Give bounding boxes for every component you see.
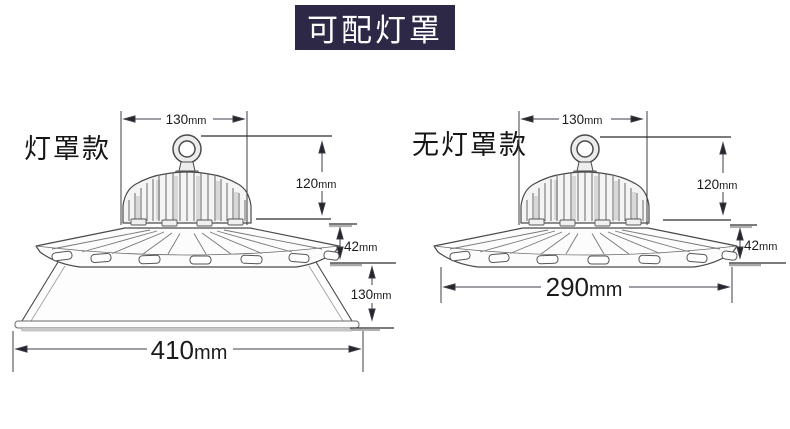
right-dim-rim-height: 42mm: [744, 238, 777, 253]
dim-value: 290: [546, 272, 589, 302]
right-lamp-drawing: [433, 133, 739, 268]
lampshade-skirt: [21, 261, 353, 322]
left-dim-rim-height: 42mm: [344, 239, 377, 254]
left-lamp-dimensions: [12, 111, 396, 372]
right-lamp-label: 无灯罩款: [412, 130, 528, 160]
dim-unit: mm: [359, 242, 377, 254]
left-lamp-drawing: [14, 133, 360, 332]
dim-unit: mm: [589, 279, 622, 301]
dim-value: 120: [296, 176, 319, 191]
right-dim-body-height: 120mm: [697, 177, 738, 192]
left-dim-top-width: 130mm: [166, 112, 207, 127]
right-dim-top-width: 130mm: [562, 112, 603, 127]
dim-value: 120: [697, 177, 720, 192]
dim-unit: mm: [188, 115, 206, 127]
dim-value: 130: [351, 287, 374, 302]
dim-unit: mm: [719, 180, 737, 192]
right-dim-diameter: 290mm: [546, 272, 623, 302]
right-lamp-dimensions: [440, 111, 786, 303]
lampshade-bottom-rim: [14, 320, 360, 329]
title-text: 可配灯罩: [307, 13, 443, 48]
dim-value: 130: [166, 112, 189, 127]
dim-unit: mm: [318, 179, 336, 191]
left-lamp-label: 灯罩款: [24, 134, 111, 164]
left-dim-shade-width: 410mm: [151, 335, 228, 365]
dim-value: 410: [151, 335, 194, 365]
dim-unit: mm: [194, 342, 227, 364]
dim-value: 130: [562, 112, 585, 127]
dim-unit: mm: [373, 290, 391, 302]
title-banner: 可配灯罩: [295, 5, 455, 50]
dim-value: 42: [344, 239, 359, 254]
dim-unit: mm: [584, 115, 602, 127]
left-dim-body-height: 120mm: [296, 176, 337, 191]
left-dim-shade-height: 130mm: [351, 287, 392, 302]
dim-value: 42: [744, 238, 759, 253]
dim-unit: mm: [759, 241, 777, 253]
